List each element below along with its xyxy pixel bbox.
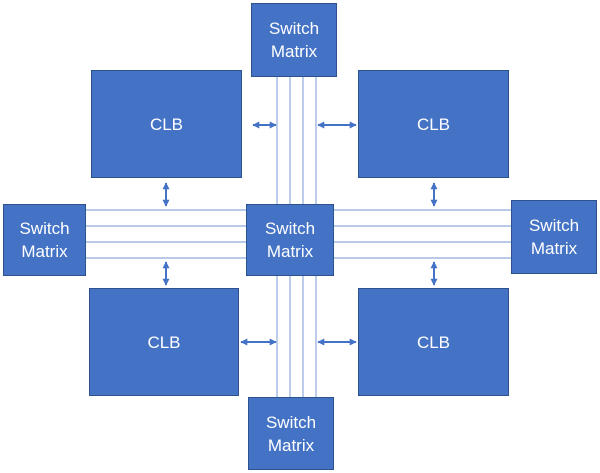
switch-matrix-right: Switch Matrix bbox=[511, 200, 597, 274]
clb-label: CLB bbox=[416, 114, 451, 134]
switch-matrix-label-line2: Matrix bbox=[266, 242, 314, 261]
horizontal-connection-arrows bbox=[240, 121, 357, 346]
clb-label: CLB bbox=[147, 332, 181, 352]
switch-matrix-label-line2: Matrix bbox=[21, 242, 68, 261]
switch-matrix-bottom: Switch Matrix bbox=[248, 397, 334, 470]
clb-bottom-left: CLB bbox=[89, 288, 239, 396]
switch-matrix-label-line2: Matrix bbox=[267, 435, 315, 455]
switch-matrix-top: Switch Matrix bbox=[251, 3, 337, 77]
switch-matrix-label-line1: Switch bbox=[264, 219, 316, 238]
switch-matrix-label-line1: Switch bbox=[265, 412, 317, 432]
clb-top-right: CLB bbox=[358, 70, 509, 178]
vertical-connection-arrows bbox=[162, 182, 438, 286]
switch-matrix-center: Switch Matrix bbox=[246, 204, 334, 276]
switch-matrix-label-line2: Matrix bbox=[270, 42, 318, 61]
switch-matrix-left: Switch Matrix bbox=[3, 204, 86, 276]
switch-matrix-label-line1: Switch bbox=[268, 19, 320, 38]
switch-matrix-label-line1: Switch bbox=[19, 219, 70, 238]
clb-bottom-right: CLB bbox=[358, 288, 509, 396]
switch-matrix-label-line2: Matrix bbox=[530, 239, 578, 258]
switch-matrix-label-line1: Switch bbox=[528, 216, 580, 235]
clb-top-left: CLB bbox=[91, 70, 242, 178]
clb-label: CLB bbox=[149, 114, 184, 134]
clb-label: CLB bbox=[416, 332, 451, 352]
